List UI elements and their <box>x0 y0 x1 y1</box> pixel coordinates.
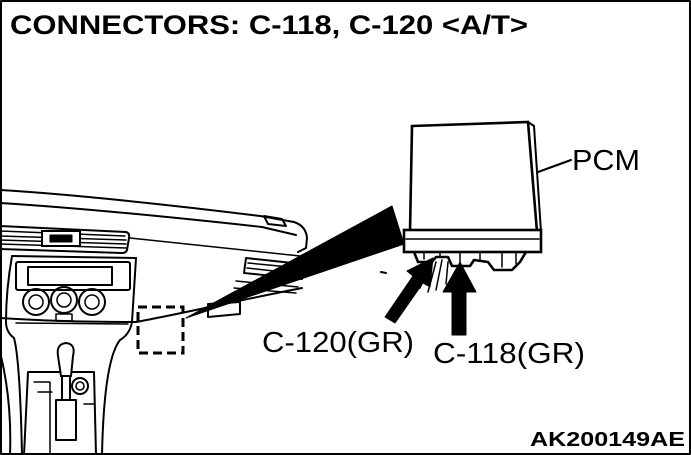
pcm-unit <box>380 120 572 293</box>
vent-center-knob <box>49 234 73 243</box>
shift-indicator-slot <box>55 399 77 441</box>
console-left-edge <box>13 337 23 455</box>
dash-top-surface-edge <box>0 202 297 236</box>
shift-gate-outline <box>23 371 97 455</box>
diagram-title: CONNECTORS: C-118, C-120 <A/T> <box>10 10 528 40</box>
pcm-side-face <box>527 121 542 233</box>
pcm-label: PCM <box>572 145 640 177</box>
pcm-body <box>408 120 539 234</box>
dash-top-edge <box>0 189 308 253</box>
climate-knob-center-inner <box>56 292 72 308</box>
c120-connector-label: C-120(GR) <box>262 327 414 359</box>
shift-lock-button <box>71 377 89 395</box>
pcm-location-dashed-box <box>136 305 185 355</box>
climate-knob-right <box>78 288 106 316</box>
shift-lock-button-inner <box>75 381 85 391</box>
figure-code: AK200149AE <box>530 429 685 451</box>
console-trim-lines <box>37 391 95 405</box>
center-stack-left <box>5 255 15 339</box>
pcm-leader-line <box>537 159 572 173</box>
console-right-edge <box>101 339 121 455</box>
harness-mark <box>380 271 387 274</box>
dash-sensor <box>263 215 287 227</box>
dash-face-line <box>129 237 301 257</box>
shift-gate-slot-left <box>33 381 51 455</box>
pcm-connector-pins <box>423 251 517 268</box>
instrument-panel-drawing <box>0 189 308 455</box>
shifter-rod <box>61 375 71 401</box>
lower-left-trim <box>0 351 12 455</box>
climate-knob-left-inner <box>28 294 44 310</box>
climate-knob-left <box>22 288 50 316</box>
center-stack-bottom <box>15 322 129 325</box>
climate-knob-right-inner <box>84 294 100 310</box>
zoom-wedge <box>185 205 405 319</box>
center-vent-outline <box>0 225 131 254</box>
knee-panel-edge <box>0 317 137 323</box>
pcm-mounting-bracket <box>402 228 543 254</box>
center-stack-top <box>11 255 137 259</box>
radio-display <box>27 266 113 286</box>
c118-arrow <box>442 261 477 336</box>
shifter-knob <box>56 341 75 377</box>
c120-arrow <box>384 257 434 324</box>
center-stack-right <box>119 257 137 341</box>
c118-connector-label: C-118(GR) <box>433 338 585 370</box>
climate-knob-center <box>50 286 78 314</box>
